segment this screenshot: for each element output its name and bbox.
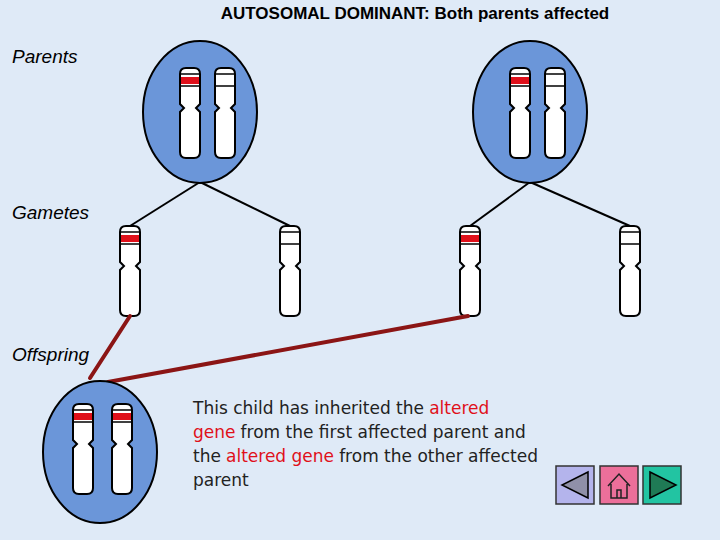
highlight-text: altered gene xyxy=(226,446,334,466)
inheritance-lines xyxy=(130,182,630,226)
gamete-chromosomes xyxy=(120,226,640,316)
parent-cell xyxy=(143,41,257,183)
explanation: This child has inherited the altered gene… xyxy=(193,396,553,492)
offspring-cell xyxy=(43,381,157,523)
nav-buttons xyxy=(556,466,681,504)
explanation-text: This child has inherited the xyxy=(193,398,424,418)
diagram-title: AUTOSOMAL DOMINANT: Both parents affecte… xyxy=(160,4,670,24)
parent-cell xyxy=(473,41,587,183)
offspring-lines xyxy=(90,316,468,382)
stage-label: Offspring xyxy=(12,344,89,366)
stage-label: Parents xyxy=(12,46,77,68)
stage-label: Gametes xyxy=(12,202,89,224)
